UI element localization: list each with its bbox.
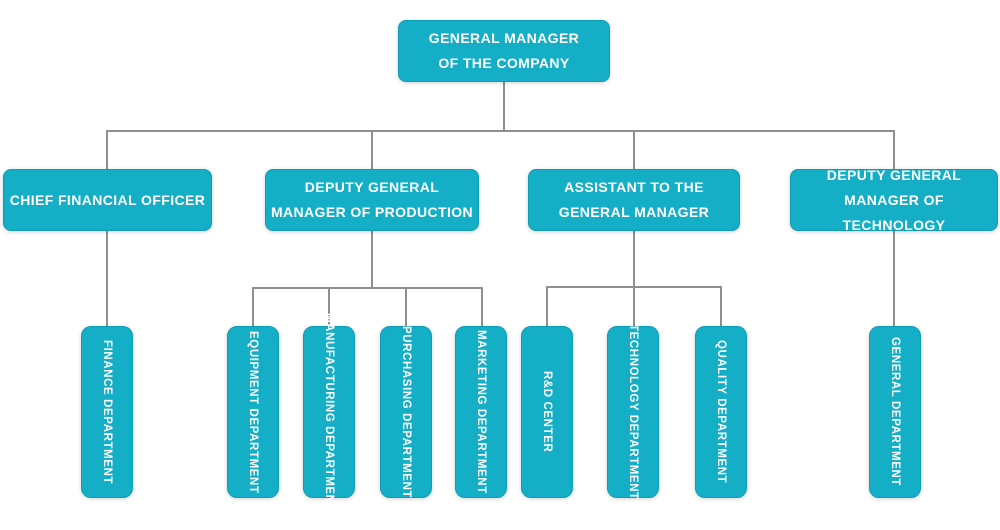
org-node-deputy-gm-production: DEPUTY GENERAL MANAGER OF PRODUCTION	[265, 169, 479, 231]
node-label-vertical: R&D CENTER	[541, 371, 553, 453]
org-node-deputy-gm-technology: DEPUTY GENERAL MANAGER OF TECHNOLOGY	[790, 167, 998, 233]
node-label-line: MANAGER OF PRODUCTION	[270, 204, 474, 220]
org-node-assistant-gm: ASSISTANT TO THE GENERAL MANAGER	[528, 169, 740, 231]
org-node-manufacturing-department: MANUFACTURING DEPARTMENT	[303, 313, 355, 511]
node-label-vertical: MANUFACTURING DEPARTMENT	[323, 312, 335, 512]
org-node-chief-financial-officer: CHIEF FINANCIAL OFFICER	[3, 169, 212, 231]
connector-level2-bus	[106, 130, 895, 132]
node-label-line: DEPUTY GENERAL	[304, 179, 440, 195]
node-label-vertical: EQUIPMENT DEPARTMENT	[247, 330, 259, 494]
connector-manufacturing-drop	[328, 287, 330, 326]
connector-rnd-drop	[546, 286, 548, 326]
connector-equipment-drop	[252, 287, 254, 326]
org-node-rnd-center: R&D CENTER	[521, 326, 573, 498]
connector-marketing-drop	[481, 287, 483, 326]
org-node-quality-department: QUALITY DEPARTMENT	[695, 326, 747, 498]
node-label-line: OF THE COMPANY	[438, 55, 570, 71]
node-label-vertical: MARKETING DEPARTMENT	[475, 330, 487, 494]
connector-dgmt-general	[893, 230, 895, 326]
connector-purchasing-drop	[405, 287, 407, 326]
connector-dgmp-top	[371, 130, 373, 170]
org-node-general-manager: GENERAL MANAGER OF THE COMPANY	[398, 20, 610, 82]
node-label-vertical: TECHNOLOGY DEPARTMENT	[627, 324, 639, 500]
node-label-vertical: GENERAL DEPARTMENT	[889, 337, 901, 487]
org-node-equipment-department: EQUIPMENT DEPARTMENT	[227, 326, 279, 498]
org-node-purchasing-department: PURCHASING DEPARTMENT	[380, 326, 432, 498]
node-label-line: DEPUTY GENERAL	[826, 166, 962, 183]
connector-cfo-top	[106, 130, 108, 170]
node-label-line: GENERAL MANAGER	[428, 30, 580, 46]
connector-asst-drop	[633, 230, 635, 288]
connector-gm-drop	[503, 82, 505, 132]
node-label-line: ASSISTANT TO THE	[564, 179, 704, 195]
node-label-vertical: PURCHASING DEPARTMENT	[400, 325, 412, 499]
connector-production-bus	[252, 287, 483, 289]
connector-cfo-finance	[106, 230, 108, 326]
connector-technology-drop	[633, 286, 635, 326]
org-node-technology-department: TECHNOLOGY DEPARTMENT	[607, 324, 659, 500]
node-label-line: MANAGER OF TECHNOLOGY	[842, 191, 946, 233]
org-node-finance-department: FINANCE DEPARTMENT	[81, 326, 133, 498]
node-label-line: CHIEF FINANCIAL OFFICER	[9, 191, 206, 208]
connector-quality-drop	[720, 286, 722, 326]
node-label-vertical: QUALITY DEPARTMENT	[715, 340, 727, 484]
org-node-general-department: GENERAL DEPARTMENT	[869, 326, 921, 498]
connector-asst-top	[633, 130, 635, 170]
node-label-line: GENERAL MANAGER	[558, 204, 710, 220]
node-label-vertical: FINANCE DEPARTMENT	[101, 339, 113, 485]
org-node-marketing-department: MARKETING DEPARTMENT	[455, 326, 507, 498]
connector-dgmt-top	[893, 130, 895, 170]
connector-dgmp-drop	[371, 230, 373, 289]
